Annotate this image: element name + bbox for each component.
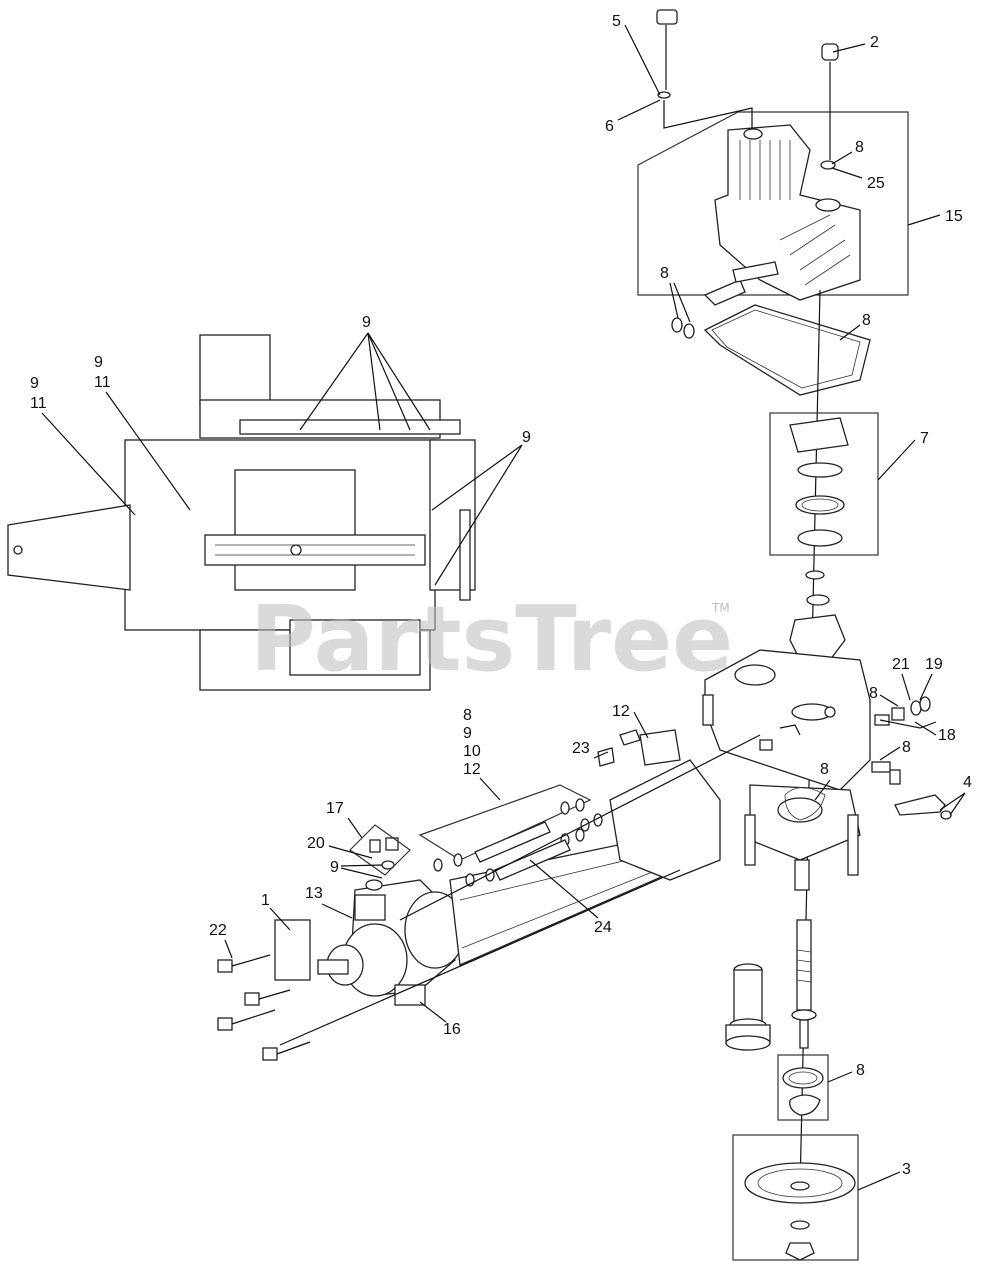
callout-9-top: 9 [362,314,371,331]
filter-cartridge [725,963,771,1051]
callout-9-right: 9 [522,429,531,446]
callout-25: 25 [867,175,885,192]
callout-12-top: 12 [612,703,630,720]
cover-assembly [637,111,909,396]
cross-section-view [7,334,476,691]
callout-6: 6 [605,118,614,135]
callout-9-b: 9 [94,354,103,371]
callout-1: 1 [261,892,270,909]
callout-9-pump: 9 [330,859,339,876]
callout-16: 16 [443,1021,461,1038]
callout-8-side: 8 [902,739,911,756]
watermark-text: PartsTree [250,587,733,692]
pump-shaft [791,919,817,1049]
group-callout-9: 9 [463,725,472,742]
callouts: 5 2 6 8 25 15 8 8 7 9 11 9 11 9 9 21 19 [30,13,972,1191]
watermark-tm: TM [711,601,730,615]
callout-9-a: 9 [30,375,39,392]
bearing-group-bottom [777,1054,829,1121]
callout-19: 19 [925,656,943,673]
fill-cap-and-breather [656,9,839,160]
pulley-group [732,1134,859,1261]
callout-23: 23 [572,740,590,757]
callout-8-valve: 8 [869,685,878,702]
callout-8-cover-left: 8 [660,265,669,282]
callout-8-gasket: 8 [862,312,871,329]
callout-13: 13 [305,885,323,902]
callout-24: 24 [594,919,612,936]
callout-20: 20 [307,835,325,852]
callout-17: 17 [326,800,344,817]
motor-assembly [217,729,761,1061]
callout-21: 21 [892,656,910,673]
callout-8-bearing: 8 [856,1062,865,1079]
group-callout-12: 12 [463,761,481,778]
callout-2: 2 [870,34,879,51]
callout-11-b: 11 [94,374,111,391]
callout-5: 5 [612,13,621,30]
callout-3: 3 [902,1161,911,1178]
group-callout-8: 8 [463,707,472,724]
valve-parts [759,696,952,820]
callout-8-center: 8 [820,761,829,778]
group-callout-10: 10 [463,743,481,760]
callout-8-top: 8 [855,139,864,156]
swashplate-parts [789,570,846,661]
callout-18: 18 [938,727,956,744]
callout-15: 15 [945,208,963,225]
callout-7: 7 [920,430,929,447]
callout-4: 4 [963,774,972,791]
callout-11-a: 11 [30,395,47,412]
callout-22: 22 [209,922,227,939]
center-housing [702,649,871,891]
bearing-group-7 [769,412,879,556]
